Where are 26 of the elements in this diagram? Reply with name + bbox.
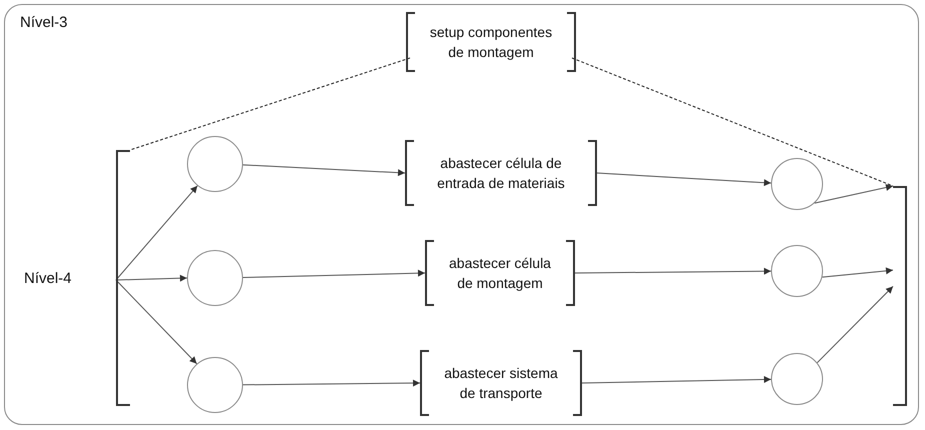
arrow <box>242 270 426 278</box>
activity-label: abastecer célula de montagem <box>448 254 552 293</box>
level-label: Nível-3 <box>20 13 68 33</box>
arrow <box>242 164 406 176</box>
arrow <box>596 172 772 186</box>
arrow <box>574 268 772 275</box>
bracketed-activity <box>405 140 597 206</box>
dashed-line <box>130 58 410 150</box>
arrow <box>822 267 894 278</box>
bracketed-activity <box>420 350 582 416</box>
arrow <box>816 286 894 364</box>
bracketed-activity <box>425 240 575 306</box>
arrow <box>116 274 188 282</box>
bracket <box>893 186 907 406</box>
arrow <box>242 380 420 387</box>
arrow <box>582 376 772 384</box>
arrow <box>116 185 198 280</box>
bracket <box>116 150 130 406</box>
dashed-line <box>572 58 894 186</box>
arrow <box>814 184 894 204</box>
activity-label: setup componentes de montagem <box>428 23 554 62</box>
level-label: Nível-4 <box>24 269 72 289</box>
activity-label: abastecer célula de entrada de materiais <box>436 154 566 193</box>
activity-label: abastecer sistema de transporte <box>443 364 559 403</box>
bracketed-activity <box>406 12 576 72</box>
arrow <box>116 280 198 364</box>
